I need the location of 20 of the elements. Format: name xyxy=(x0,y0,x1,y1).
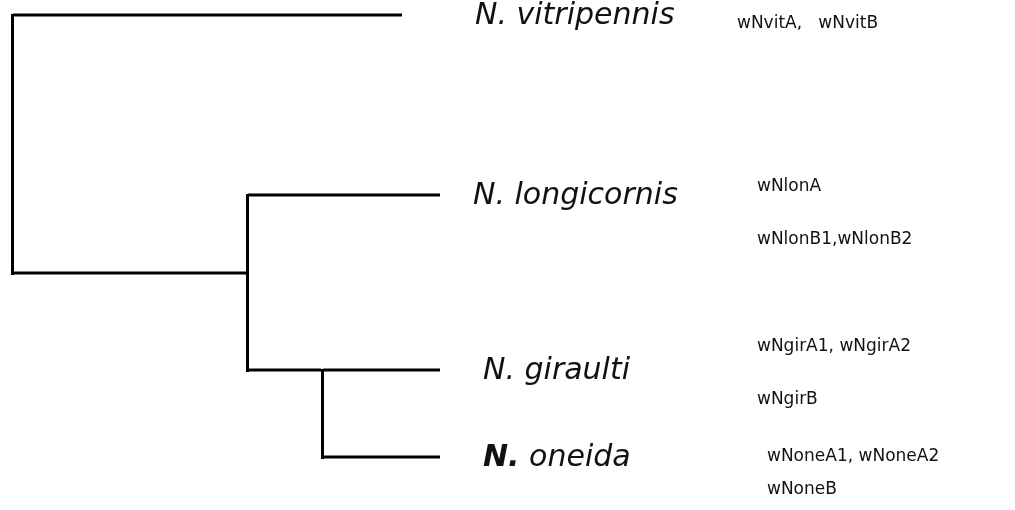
species-name: N. giraulti xyxy=(483,354,631,384)
branch-line xyxy=(13,13,402,17)
branch-line xyxy=(248,368,321,372)
strain-label: wNgirB xyxy=(757,388,818,408)
species-name: N. vitripennis xyxy=(475,0,675,29)
vertical-branch-line xyxy=(321,369,324,459)
vertical-branch-line xyxy=(11,14,14,275)
branch-line xyxy=(248,193,440,197)
strain-label: wNlonB1,wNlonB2 xyxy=(757,228,913,248)
strain-label: wNoneA1, wNoneA2 xyxy=(767,445,940,465)
strain-label: wNoneB xyxy=(767,478,837,498)
strain-label: wNlonA xyxy=(757,175,822,195)
branch-line xyxy=(13,271,246,275)
strain-label: wNvitA, wNvitB xyxy=(737,12,879,32)
vertical-branch-line xyxy=(246,194,249,372)
species-name: N. longicornis xyxy=(473,179,678,209)
species-name: N. oneida xyxy=(483,441,631,471)
branch-line xyxy=(323,368,440,372)
strain-label: wNgirA1, wNgirA2 xyxy=(757,335,911,355)
branch-line xyxy=(323,455,440,459)
